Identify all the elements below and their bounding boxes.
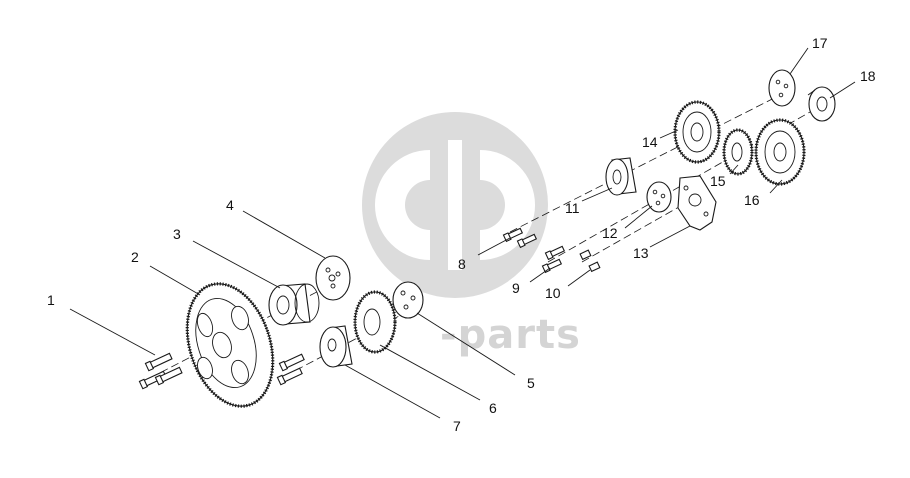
part-17-washer [768,69,796,107]
callout-6: 6 [489,400,497,416]
callout-14: 14 [642,134,658,150]
watermark-text: -parts [440,312,581,358]
watermark-logo-bar [448,140,462,270]
part-10-nuts [579,249,601,273]
callout-16: 16 [744,192,760,208]
callout-8: 8 [458,256,466,272]
callout-3: 3 [173,226,181,242]
callout-13: 13 [633,245,649,261]
callout-7: 7 [453,418,461,434]
callout-4: 4 [226,197,234,213]
part-4-washer [315,255,351,301]
part-11-hub [605,157,637,196]
part-12-washer [646,181,672,213]
part-8-bolts [502,227,538,249]
part-2-large-gear [185,282,275,408]
callout-9: 9 [512,280,520,296]
part-14-gear [673,100,721,164]
callout-labels: 1 2 3 4 5 6 7 8 9 10 11 12 13 14 15 16 1… [47,35,876,434]
leader-lines [69,47,856,419]
part-16-gear [754,118,806,186]
callout-2: 2 [131,249,139,265]
callout-1: 1 [47,292,55,308]
part-3-hub [268,283,320,326]
callout-5: 5 [527,375,535,391]
callout-12: 12 [602,225,618,241]
part-18-hub [807,86,836,122]
watermark-logo-mark [374,149,536,261]
part-6-medium-gear [353,290,397,354]
callout-15: 15 [710,173,726,189]
callout-17: 17 [812,35,828,51]
part-15-small-gear [722,128,754,176]
watermark: -parts [362,112,581,358]
part-7-spacer [319,325,353,368]
part-7-bolts [276,353,305,386]
part-9-bolts [541,245,566,274]
part-1-bolts [138,352,183,390]
callout-11: 11 [565,200,580,216]
callout-10: 10 [545,285,561,301]
part-13-bracket [677,175,717,231]
callout-18: 18 [860,68,876,84]
part-5-washer [392,281,424,319]
